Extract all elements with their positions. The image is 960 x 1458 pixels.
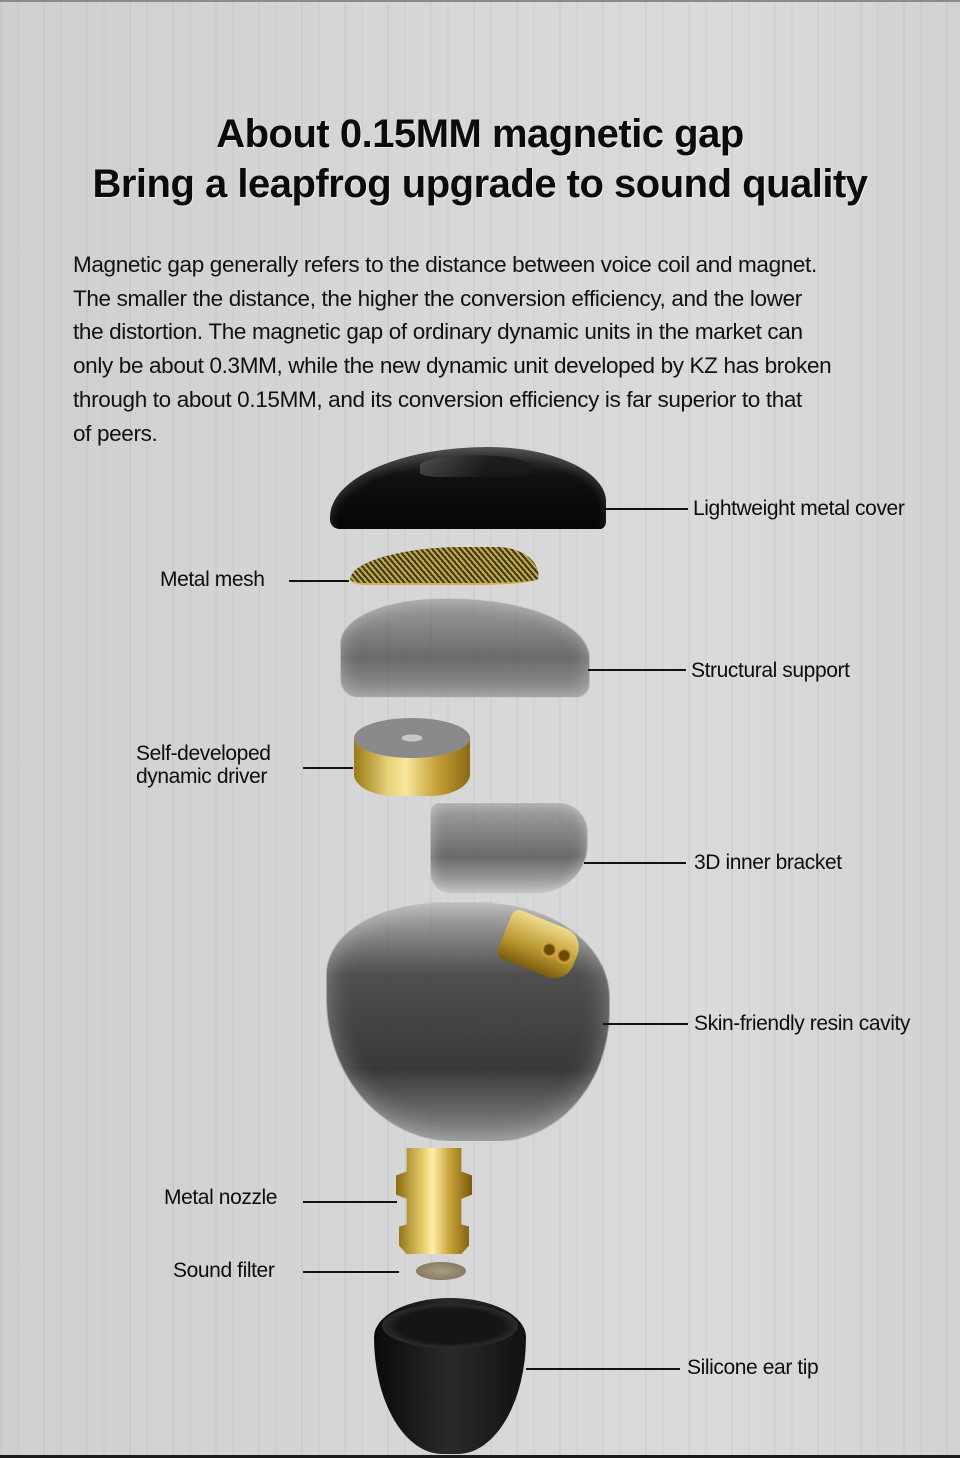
silicone-ear-tip-image — [374, 1298, 526, 1454]
metal-mesh-image — [349, 547, 543, 585]
metal-nozzle-image — [396, 1148, 472, 1254]
label-driver-line-2: dynamic driver — [136, 765, 267, 788]
dynamic-driver-top — [354, 718, 470, 758]
sound-filter-image — [416, 1262, 466, 1280]
intro-line: The smaller the distance, the higher the… — [73, 285, 802, 311]
top-border — [0, 0, 960, 2]
cover-facet — [420, 455, 530, 477]
leader-line-filter — [303, 1271, 399, 1273]
intro-line: Magnetic gap generally refers to the dis… — [73, 252, 817, 277]
leader-line-cavity — [603, 1023, 688, 1025]
label-sound-filter: Sound filter — [173, 1259, 275, 1282]
leader-line-bracket — [584, 862, 686, 864]
leader-line-cover — [604, 508, 688, 510]
intro-line: the distortion. The magnetic gap of ordi… — [73, 319, 803, 345]
headline-line-2: Bring a leapfrog upgrade to sound qualit… — [92, 162, 868, 206]
intro-line: of peers. — [73, 420, 158, 446]
bottom-border — [0, 1455, 960, 1458]
label-structural-support: Structural support — [691, 659, 850, 682]
headline-line-1: About 0.15MM magnetic gap — [216, 112, 744, 156]
intro-line: through to about 0.15MM, and its convers… — [73, 386, 802, 412]
intro-line: only be about 0.3MM, while the new dynam… — [73, 353, 832, 379]
ear-tip-rim — [382, 1304, 518, 1348]
label-silicone-ear-tip: Silicone ear tip — [687, 1356, 819, 1379]
leader-line-driver — [303, 767, 353, 769]
label-metal-cover: Lightweight metal cover — [693, 497, 905, 520]
label-driver-line-1: Self-developed — [136, 742, 271, 765]
label-inner-bracket: 3D inner bracket — [694, 851, 842, 874]
intro-paragraph: Magnetic gap generally refers to the dis… — [73, 248, 943, 450]
label-metal-nozzle: Metal nozzle — [164, 1186, 278, 1209]
structural-support-image — [340, 598, 590, 698]
label-resin-cavity: Skin-friendly resin cavity — [694, 1012, 911, 1035]
label-metal-mesh: Metal mesh — [160, 568, 265, 591]
inner-bracket-image — [430, 802, 588, 894]
leader-line-eartip — [526, 1368, 680, 1370]
leader-line-mesh — [289, 580, 349, 582]
metal-cover-image — [330, 447, 606, 529]
leader-line-nozzle — [303, 1201, 397, 1203]
leader-line-support — [588, 669, 686, 671]
